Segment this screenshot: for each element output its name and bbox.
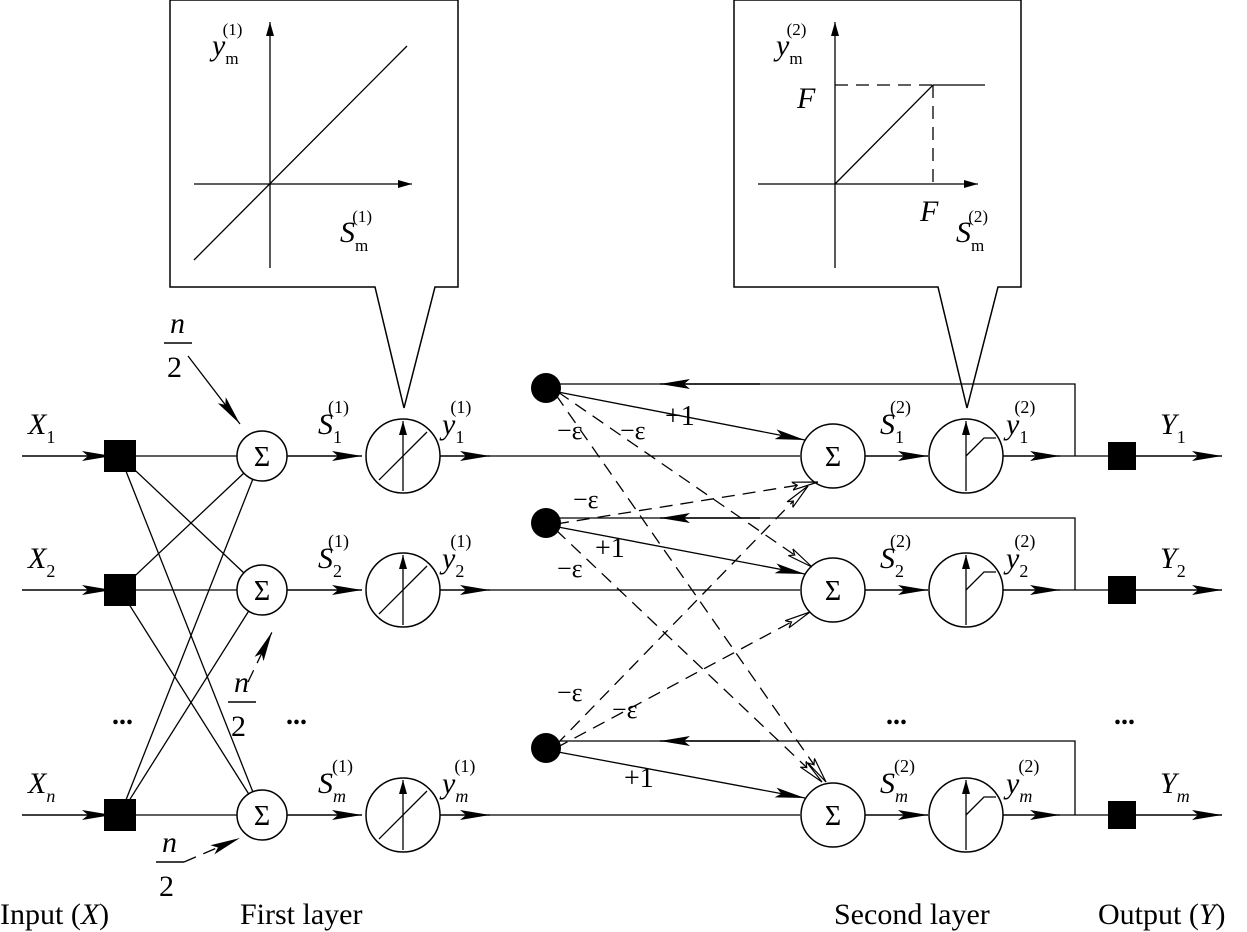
weight-inhibit: −ε: [620, 416, 646, 445]
lateral-node-2: [531, 733, 561, 763]
excite-arrow-0: [557, 391, 806, 441]
excite-arrow-1: [557, 526, 806, 575]
layer1-y-label-m: ym(1): [439, 756, 475, 806]
label-first-layer: First layer: [240, 898, 362, 931]
bias-arrow-2: [247, 631, 273, 683]
layer1-s-label-1: S1(1): [318, 397, 349, 447]
layer2-s-label-1: S1(2): [880, 397, 911, 447]
svg-text:n: n: [234, 666, 249, 699]
fanout-line: [119, 455, 254, 792]
weight-inhibit: −ε: [557, 416, 583, 445]
svg-text:2: 2: [231, 710, 246, 743]
layer2-y-label-1: y1(2): [1003, 397, 1035, 447]
bias-arrow-1: [187, 355, 241, 425]
sum-symbol: Σ: [825, 801, 841, 832]
inset2-ylabel: ym(2): [773, 20, 806, 68]
sum-symbol: Σ: [825, 442, 841, 473]
svg-text:n: n: [170, 307, 185, 340]
layer2-y-label-m: ym(2): [1003, 756, 1039, 806]
output-label-2: Y2: [1160, 542, 1186, 581]
inhibit-arrow-4: [555, 486, 808, 746]
input-label-1: X1: [27, 408, 55, 447]
inhibit-arrow-0: [557, 391, 812, 567]
label-input: Input (X): [0, 898, 109, 931]
fanout-line: [119, 610, 250, 816]
inhibit-arrow-2: [555, 481, 818, 525]
input-node-1: [104, 574, 136, 606]
lateral-node-1: [531, 508, 561, 538]
lateral-node-0: [531, 373, 561, 403]
input-label-2: X2: [27, 542, 55, 581]
inset2-xlabel: Sm(2): [956, 207, 988, 255]
inset2-saturating-curve: [834, 84, 985, 185]
inset-linear-activation: ym(1) Sm(1): [169, 0, 459, 409]
layer1-s-label-m: Sm(1): [318, 756, 353, 806]
weight-inhibit: −ε: [573, 485, 599, 514]
sum-symbol: Σ: [254, 442, 270, 473]
fanout-line: [119, 589, 250, 795]
weight-inhibit: −ε: [612, 695, 638, 724]
weight-inhibit: −ε: [557, 678, 583, 707]
layer1-s-label-2: S2(1): [318, 531, 349, 581]
layer2-s-label-2: S2(2): [880, 531, 911, 581]
weight-inhibit: −ε: [557, 554, 583, 583]
svg-text:2: 2: [159, 870, 174, 903]
label-second-layer: Second layer: [834, 898, 990, 931]
input-node-0: [104, 440, 136, 472]
sum-symbol: Σ: [825, 576, 841, 607]
input-label-n: Xn: [27, 767, 55, 806]
bias-label-1: n2: [164, 307, 192, 384]
ellipsis: ...: [886, 700, 907, 731]
inset1-xlabel: Sm(1): [340, 207, 372, 255]
output-label-1: Y1: [1160, 408, 1186, 447]
inset2-threshold-x: F: [919, 195, 939, 228]
layer1-y-label-1: y1(1): [439, 397, 471, 447]
fanout-line: [119, 479, 254, 816]
inset1-linear-curve: [193, 45, 408, 261]
output-node-0: [1108, 442, 1136, 470]
weight-excite: +1: [624, 763, 654, 794]
bias-label-2: n2: [228, 666, 256, 743]
layer2-s-label-m: Sm(2): [880, 756, 915, 806]
bias-arrow-3: [183, 837, 241, 863]
output-node-1: [1108, 576, 1136, 604]
inhibit-arrow-3: [555, 529, 822, 782]
svg-text:n: n: [162, 826, 177, 859]
svg-text:2: 2: [167, 351, 182, 384]
output-label-m: Ym: [1160, 767, 1190, 806]
label-output: Output (Y): [1098, 898, 1226, 931]
ellipsis: ...: [112, 700, 133, 731]
excite-arrow-2: [557, 751, 806, 799]
inset2-threshold-y: F: [796, 82, 816, 115]
sum-symbol: Σ: [254, 801, 270, 832]
sum-symbol: Σ: [254, 576, 270, 607]
weight-excite: +1: [665, 401, 695, 432]
weight-excite: +1: [595, 533, 625, 564]
inhibit-arrow-1: [555, 394, 826, 782]
ellipsis: ...: [1114, 700, 1135, 731]
ellipsis: ...: [286, 700, 307, 731]
bias-label-3: n2: [156, 826, 184, 903]
output-node-2: [1108, 801, 1136, 829]
layer2-y-label-2: y2(2): [1003, 531, 1035, 581]
inhibit-arrow-5: [555, 611, 810, 749]
fanout-line: [119, 455, 245, 574]
inset-saturating-activation: F F ym(2) Sm(2): [733, 0, 1022, 409]
inset1-ylabel: ym(1): [209, 20, 242, 68]
layer1-y-label-2: y2(1): [439, 531, 471, 581]
fanout-line: [119, 472, 245, 591]
input-node-2: [104, 799, 136, 831]
